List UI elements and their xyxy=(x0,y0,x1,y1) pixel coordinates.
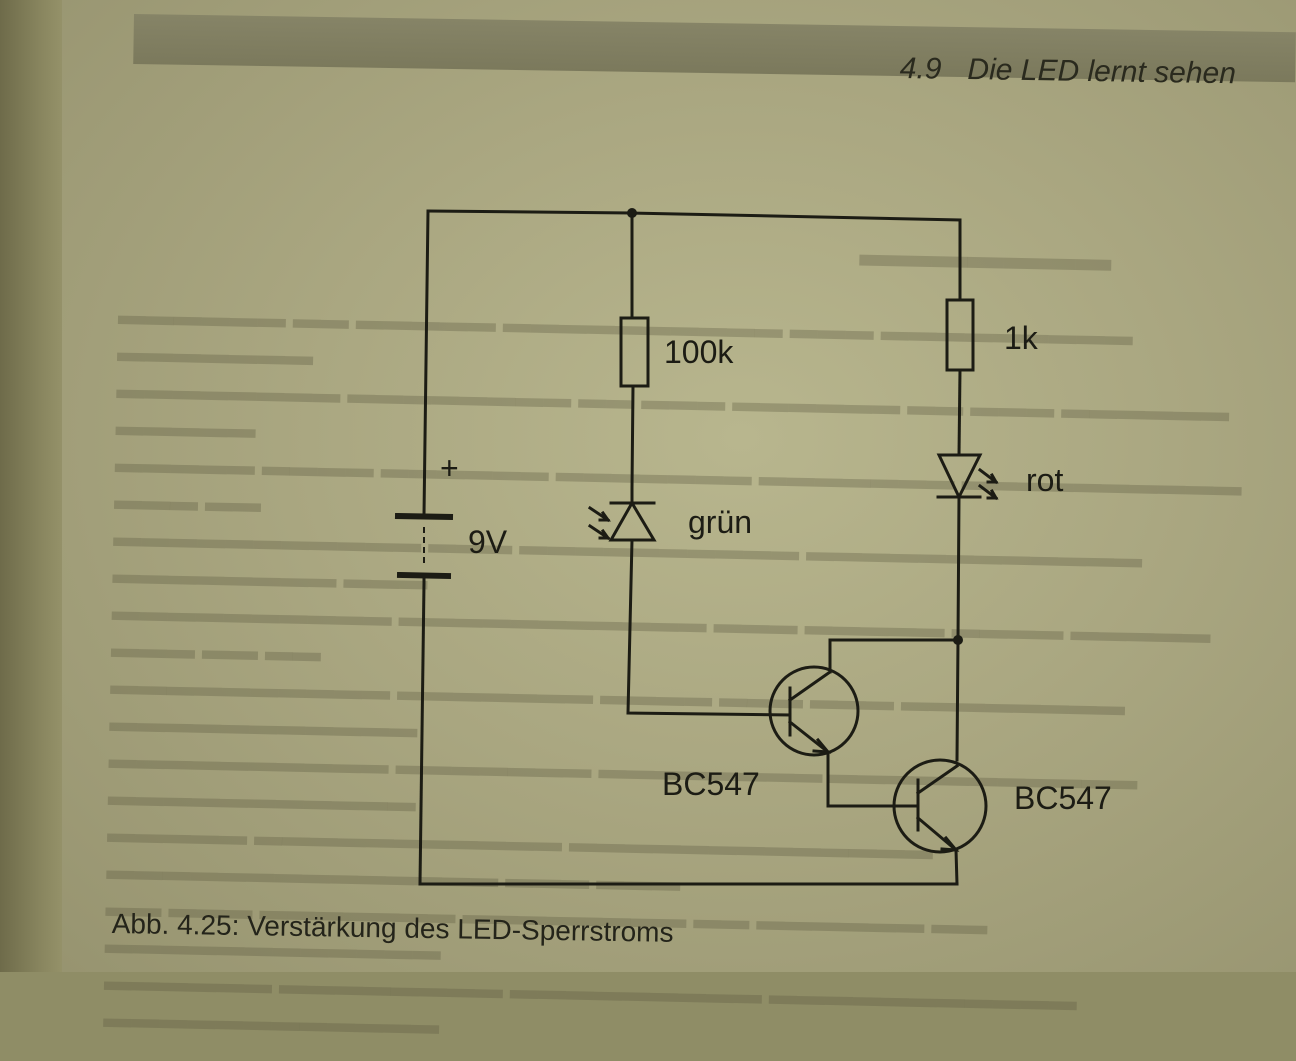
transistor-t2-label: BC547 xyxy=(1014,780,1112,816)
transistor-t1 xyxy=(768,665,860,757)
photodiode-label: grün xyxy=(688,504,753,540)
t1-collector xyxy=(787,669,833,703)
circuit-diagram xyxy=(394,208,999,886)
wire-led-to-node xyxy=(956,495,961,642)
junction-collector xyxy=(953,635,963,645)
book-spine-shadow xyxy=(0,0,72,972)
wire-node-to-t1-collector xyxy=(828,638,960,674)
emit-arrow-1-head xyxy=(986,472,999,484)
led-label: rot xyxy=(1026,462,1064,498)
wire-top-rail xyxy=(426,209,962,222)
resistor-100k xyxy=(619,316,650,388)
junction-top xyxy=(627,208,637,218)
battery-voltage-label: 9V xyxy=(468,524,508,560)
battery-plate-long xyxy=(394,512,454,521)
wire-left-rail-upper xyxy=(422,209,430,517)
light-arrow-1-head xyxy=(598,510,611,522)
book-page xyxy=(62,0,1296,972)
t2-collector xyxy=(915,763,960,796)
wire-left-rail-lower xyxy=(418,581,426,886)
wire-node-to-t2-collector xyxy=(955,638,960,762)
t1-emitter xyxy=(787,719,831,755)
transistor-t1-label: BC547 xyxy=(662,766,760,802)
wire-diode-to-base xyxy=(626,538,792,717)
light-arrow-2-head xyxy=(598,528,611,540)
wire-t2-emitter-to-ground xyxy=(954,848,959,886)
photodiode-green xyxy=(608,500,657,542)
resistor-1k xyxy=(945,298,975,372)
emit-arrow-2-head xyxy=(986,488,999,500)
battery-plus-label: + xyxy=(440,450,459,486)
resistor-1k-label: 1k xyxy=(1004,320,1038,356)
resistor-100k-label: 100k xyxy=(664,334,734,370)
wire-t1-emitter-to-t2-base xyxy=(826,750,920,808)
wire-mid-branch-to-diode xyxy=(630,384,635,490)
wire-right-to-led xyxy=(957,368,962,457)
transistor-t2 xyxy=(892,758,988,854)
led-red xyxy=(936,453,983,501)
